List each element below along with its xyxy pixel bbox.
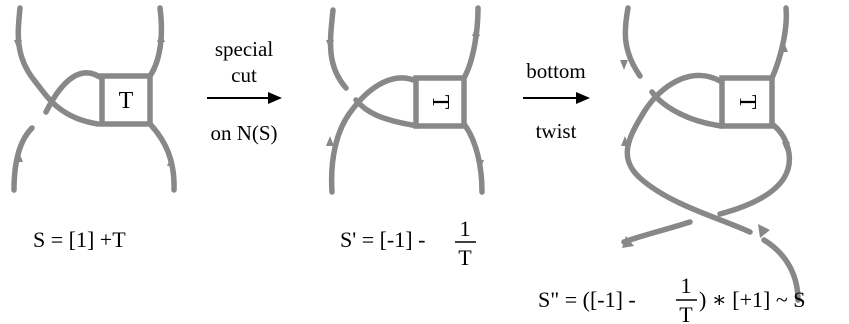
strand-upper-right [147, 5, 165, 79]
tangle-box [99, 73, 153, 127]
tangle-s-double-prime: T [620, 5, 801, 303]
arrowhead-icon [622, 236, 634, 248]
operation-bottom-twist: bottom twist [523, 59, 590, 143]
strand-lower-left [11, 70, 107, 193]
strand-upper-left [622, 5, 725, 129]
strand-upper-left [15, 5, 101, 127]
fraction-numerator: 1 [681, 273, 692, 298]
equation-tail: ) ∗ [+1] ~ S [699, 287, 805, 312]
equation-s-double-prime: S" = ([-1] - 1 T ) ∗ [+1] ~ S [538, 273, 805, 324]
operation-label-top-1: bottom [526, 59, 586, 83]
strand-lower-left [328, 75, 421, 195]
fraction-denominator: T [679, 302, 693, 324]
tangle-box [719, 75, 775, 129]
arrowhead-icon [472, 26, 480, 36]
strand-bottom-right [761, 237, 801, 303]
arrowhead-icon [620, 60, 628, 70]
fraction-numerator: 1 [460, 216, 471, 241]
equation-lead: S" = ([-1] - [538, 287, 636, 312]
arrowhead-icon [576, 92, 590, 104]
tangle-s-prime: T [326, 5, 485, 195]
arrowhead-icon [326, 40, 334, 50]
operation-special-cut: special cut on N(S) [207, 37, 282, 145]
strand-lower-right [147, 121, 177, 193]
fraction-denominator: T [458, 245, 472, 270]
arrowhead-icon [476, 160, 484, 170]
arrowhead-icon [758, 224, 770, 238]
equation-lead: S' = [-1] - [340, 227, 425, 252]
arrowhead-icon [157, 32, 165, 42]
operation-label-bottom: on N(S) [210, 121, 277, 145]
tangle-box [413, 75, 467, 129]
tangle-s: T [11, 5, 177, 193]
strand-lower-right [461, 121, 485, 195]
operation-label-top-1: special [215, 37, 273, 61]
operation-label-bottom: twist [536, 119, 577, 143]
arrowhead-icon [326, 136, 334, 146]
arrowhead-icon [167, 156, 175, 166]
strand-upper-right [461, 5, 481, 81]
operation-label-top-2: cut [231, 63, 257, 87]
arrowhead-icon [15, 152, 23, 162]
strand-left-loop [624, 72, 753, 235]
arrowhead-icon [621, 136, 629, 146]
arrowhead-icon [268, 92, 282, 104]
arrowhead-icon [780, 42, 788, 52]
arrowhead-icon [782, 142, 790, 152]
arrowhead-icon [14, 40, 22, 50]
strand-upper-left [327, 7, 421, 129]
tangle-box-label: T [119, 88, 134, 114]
equation-s-prime: S' = [-1] - 1 T [340, 216, 476, 270]
tangle-box-label: T [734, 95, 760, 110]
strand-right [769, 5, 790, 81]
equation-s: S = [1] +T [33, 227, 126, 252]
tangle-box-label: T [427, 95, 453, 110]
